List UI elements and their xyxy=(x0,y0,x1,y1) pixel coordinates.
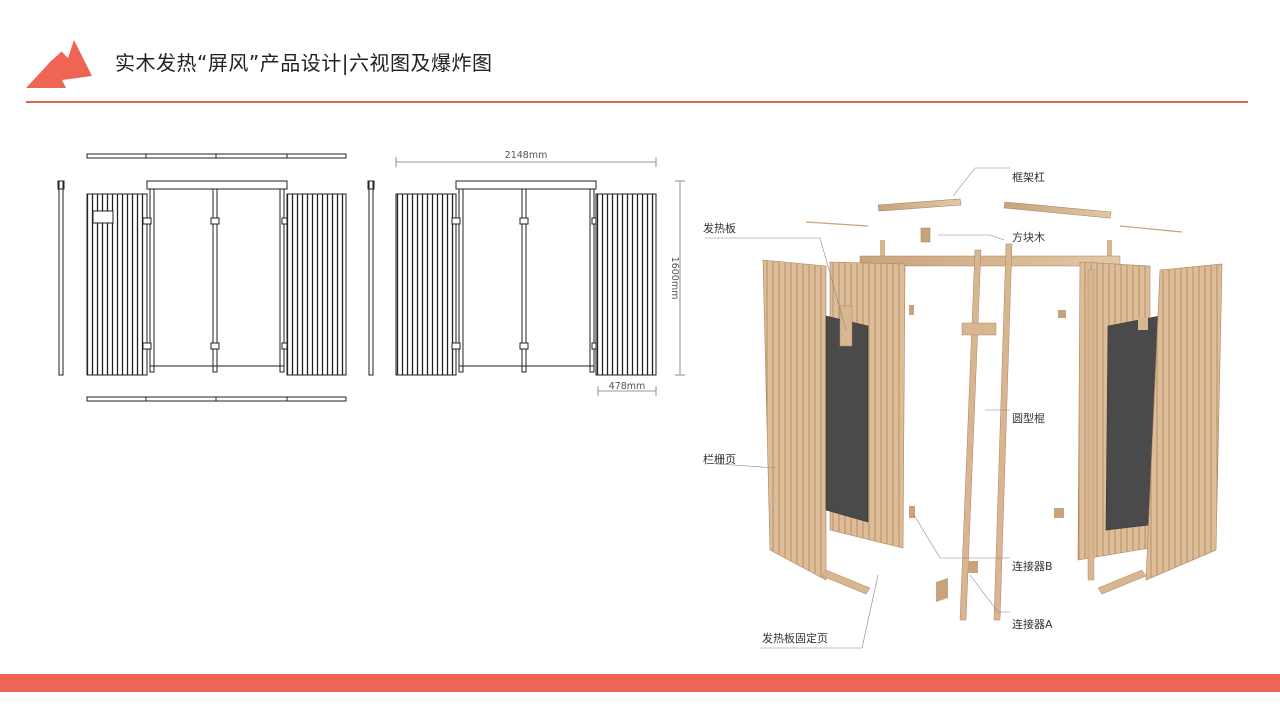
connector-a xyxy=(936,578,948,602)
connector-b xyxy=(968,561,978,573)
height-dimension: 1600mm xyxy=(669,180,685,376)
rear-view xyxy=(395,180,657,376)
left-side-view xyxy=(57,180,65,376)
heating-panel-left xyxy=(825,315,869,523)
top-view xyxy=(86,153,347,159)
square-block xyxy=(920,227,931,243)
logo-triangles xyxy=(26,40,92,88)
grille-page-right xyxy=(1145,263,1223,581)
bottom-view xyxy=(86,396,347,402)
header-divider xyxy=(26,101,1248,103)
label-heating-panel-fixing-page: 发热板固定页 xyxy=(762,631,828,645)
label-round-rod: 圆型棍 xyxy=(1012,411,1045,425)
width-dimension-label: 2148mm xyxy=(505,150,548,161)
page-title: 实木发热“屏风”产品设计|六视图及爆炸图 xyxy=(115,51,493,75)
exploded-view: 框架杠 方块木 发热板 圆型棍 栏栅页 连接器B 连接器A 发热板固定页 xyxy=(703,167,1223,649)
right-side-view xyxy=(367,180,375,376)
label-square-block: 方块木 xyxy=(1012,230,1045,244)
height-dimension-label: 1600mm xyxy=(669,257,680,300)
depth-dimension: 478mm xyxy=(597,381,657,396)
width-dimension: 2148mm xyxy=(395,150,657,167)
label-connector-b: 连接器B xyxy=(1012,560,1053,573)
round-rod-1 xyxy=(959,249,982,621)
footer-bar xyxy=(0,674,1280,692)
label-frame-bar: 框架杠 xyxy=(1012,171,1045,184)
label-connector-a: 连接器A xyxy=(1012,618,1053,631)
frame-bar-left xyxy=(877,198,962,212)
frame-bar-right xyxy=(1003,201,1112,219)
label-heating-panel: 发热板 xyxy=(703,221,736,235)
depth-dimension-label: 478mm xyxy=(609,381,646,392)
front-view xyxy=(86,180,347,376)
label-grille-page: 栏栅页 xyxy=(703,452,736,466)
round-rod-2 xyxy=(993,243,1013,621)
grille-page-left xyxy=(762,259,827,581)
